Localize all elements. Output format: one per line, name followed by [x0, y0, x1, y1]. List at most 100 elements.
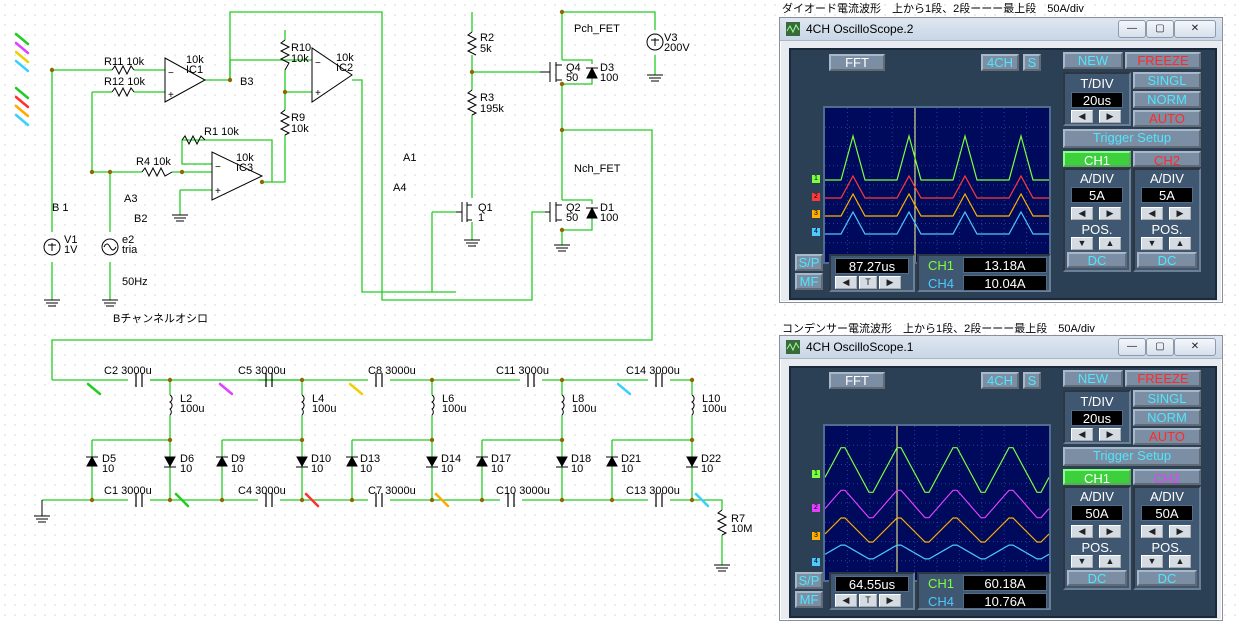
- auto-button[interactable]: AUTO: [1133, 428, 1201, 445]
- time-cursor-panel: 87.27us ◀ T ▶: [829, 254, 915, 292]
- ch2-dc-button[interactable]: DC: [1137, 252, 1197, 268]
- label-b1: B 1: [52, 202, 69, 214]
- cursor-left-arrow[interactable]: ◀: [835, 594, 857, 607]
- label-q1-val: 1: [478, 212, 485, 224]
- new-button[interactable]: NEW: [1063, 370, 1123, 387]
- readout-ch4-label: CH4: [927, 594, 954, 609]
- tdiv-left-arrow[interactable]: ◀: [1071, 110, 1093, 123]
- oscilloscope-window-1[interactable]: 4CH OscilloScope.1 — ▢ ✕ FFT 4CH S NEW F…: [779, 335, 1223, 621]
- ch1-adiv-left-arrow[interactable]: ◀: [1071, 525, 1093, 538]
- oscilloscope-window-2[interactable]: 4CH OscilloScope.2 — ▢ ✕ FFT 4CH S NEW F…: [779, 17, 1223, 303]
- label-d5: D5: [102, 453, 117, 465]
- cursor-left-arrow[interactable]: ◀: [835, 276, 857, 289]
- mf-button[interactable]: MF: [795, 591, 823, 608]
- label-l8: L8: [572, 393, 585, 405]
- minimize-button[interactable]: —: [1118, 338, 1146, 356]
- ch2-adiv-left-arrow[interactable]: ◀: [1141, 525, 1163, 538]
- cursor-t-button[interactable]: T: [859, 594, 877, 607]
- label-d14: D14: [441, 453, 462, 465]
- label-d6-val: 10: [180, 463, 193, 475]
- s-button[interactable]: S: [1023, 372, 1041, 389]
- ch2-pos-up-arrow[interactable]: ▲: [1169, 237, 1191, 250]
- label-v3: V3: [664, 32, 678, 44]
- minimize-button[interactable]: —: [1118, 20, 1146, 38]
- ch1-button[interactable]: CH1: [1063, 469, 1131, 486]
- ch1-adiv-left-arrow[interactable]: ◀: [1071, 207, 1093, 220]
- label-c13: C13 3000u: [626, 485, 680, 497]
- ch2-pos-down-arrow[interactable]: ▼: [1141, 237, 1163, 250]
- ch1-pos-up-arrow[interactable]: ▲: [1099, 237, 1121, 250]
- s-button[interactable]: S: [1023, 54, 1041, 71]
- freeze-button[interactable]: FREEZE: [1125, 52, 1201, 69]
- 4ch-button[interactable]: 4CH: [981, 372, 1019, 389]
- freeze-button[interactable]: FREEZE: [1125, 370, 1201, 387]
- ch2-pos-down-arrow[interactable]: ▼: [1141, 555, 1163, 568]
- ch1-button[interactable]: CH1: [1063, 151, 1131, 168]
- auto-button[interactable]: AUTO: [1133, 110, 1201, 127]
- singl-button[interactable]: SINGL: [1133, 72, 1201, 89]
- ch1-adiv-right-arrow[interactable]: ▶: [1099, 525, 1121, 538]
- oscilloscope-icon: [786, 22, 800, 36]
- ch2-adiv-right-arrow[interactable]: ▶: [1169, 525, 1191, 538]
- norm-button[interactable]: NORM: [1133, 91, 1201, 108]
- fft-button[interactable]: FFT: [829, 372, 885, 389]
- trigger-setup-button[interactable]: Trigger Setup: [1063, 129, 1201, 148]
- singl-button[interactable]: SINGL: [1133, 390, 1201, 407]
- tdiv-right-arrow[interactable]: ▶: [1099, 428, 1121, 441]
- label-ic1-val: 10k: [186, 54, 204, 66]
- circuit-schematic[interactable]: −+ −+ −+: [0, 0, 770, 621]
- ch1-dc-button[interactable]: DC: [1067, 570, 1127, 586]
- ch2-dc-button[interactable]: DC: [1137, 570, 1197, 586]
- new-button[interactable]: NEW: [1063, 52, 1123, 69]
- ch2-button[interactable]: CH2: [1133, 151, 1201, 168]
- ch2-pos-label: POS.: [1151, 540, 1183, 555]
- waveform-trace-ch1: [825, 133, 1049, 181]
- svg-text:+: +: [315, 88, 321, 99]
- label-q4: Q4: [566, 62, 581, 74]
- maximize-button[interactable]: ▢: [1146, 338, 1174, 356]
- trigger-setup-button[interactable]: Trigger Setup: [1063, 447, 1201, 466]
- waveform-trace-ch3: [825, 192, 1049, 217]
- close-button[interactable]: ✕: [1174, 20, 1216, 38]
- ch1-pos-up-arrow[interactable]: ▲: [1099, 555, 1121, 568]
- mf-button[interactable]: MF: [795, 273, 823, 290]
- label-d17-val: 10: [491, 463, 504, 475]
- scope2-title-bar[interactable]: 4CH OscilloScope.2 — ▢ ✕: [780, 18, 1222, 41]
- label-v1-val: 1V: [64, 244, 78, 256]
- ch2-pos-up-arrow[interactable]: ▲: [1169, 555, 1191, 568]
- label-e2-val: tria: [122, 244, 138, 256]
- ch1-dc-button[interactable]: DC: [1067, 252, 1127, 268]
- tdiv-right-arrow[interactable]: ▶: [1099, 110, 1121, 123]
- ch1-pos-down-arrow[interactable]: ▼: [1071, 237, 1093, 250]
- ch2-button[interactable]: CH2: [1133, 469, 1201, 486]
- fft-button[interactable]: FFT: [829, 54, 885, 71]
- cursor-right-arrow[interactable]: ▶: [879, 276, 901, 289]
- cursor-right-arrow[interactable]: ▶: [879, 594, 901, 607]
- label-r1: R1 10k: [204, 126, 239, 138]
- maximize-button[interactable]: ▢: [1146, 20, 1174, 38]
- label-l10-val: 100u: [702, 403, 727, 415]
- label-d3: D3: [600, 62, 615, 74]
- cursor-t-button[interactable]: T: [859, 276, 877, 289]
- label-r2-val: 5k: [480, 43, 492, 55]
- scope1-title-bar[interactable]: 4CH OscilloScope.1 — ▢ ✕: [780, 336, 1222, 359]
- ch1-pos-down-arrow[interactable]: ▼: [1071, 555, 1093, 568]
- label-a1: A1: [403, 152, 417, 164]
- svg-text:−: −: [168, 68, 174, 79]
- scope1-screen[interactable]: [823, 424, 1051, 582]
- scope2-screen[interactable]: [823, 106, 1051, 264]
- label-d5-val: 10: [102, 463, 115, 475]
- scope1-waveforms: [824, 426, 1050, 580]
- ch2-adiv-left-arrow[interactable]: ◀: [1141, 207, 1163, 220]
- norm-button[interactable]: NORM: [1133, 409, 1201, 426]
- label-a3: A3: [124, 193, 138, 205]
- tdiv-left-arrow[interactable]: ◀: [1071, 428, 1093, 441]
- sp-button[interactable]: S/P: [795, 254, 823, 271]
- sp-button[interactable]: S/P: [795, 572, 823, 589]
- ch1-adiv-right-arrow[interactable]: ▶: [1099, 207, 1121, 220]
- 4ch-button[interactable]: 4CH: [981, 54, 1019, 71]
- ch2-adiv-right-arrow[interactable]: ▶: [1169, 207, 1191, 220]
- label-b3: B3: [240, 76, 254, 88]
- close-button[interactable]: ✕: [1174, 338, 1216, 356]
- label-r3: R3: [480, 92, 495, 104]
